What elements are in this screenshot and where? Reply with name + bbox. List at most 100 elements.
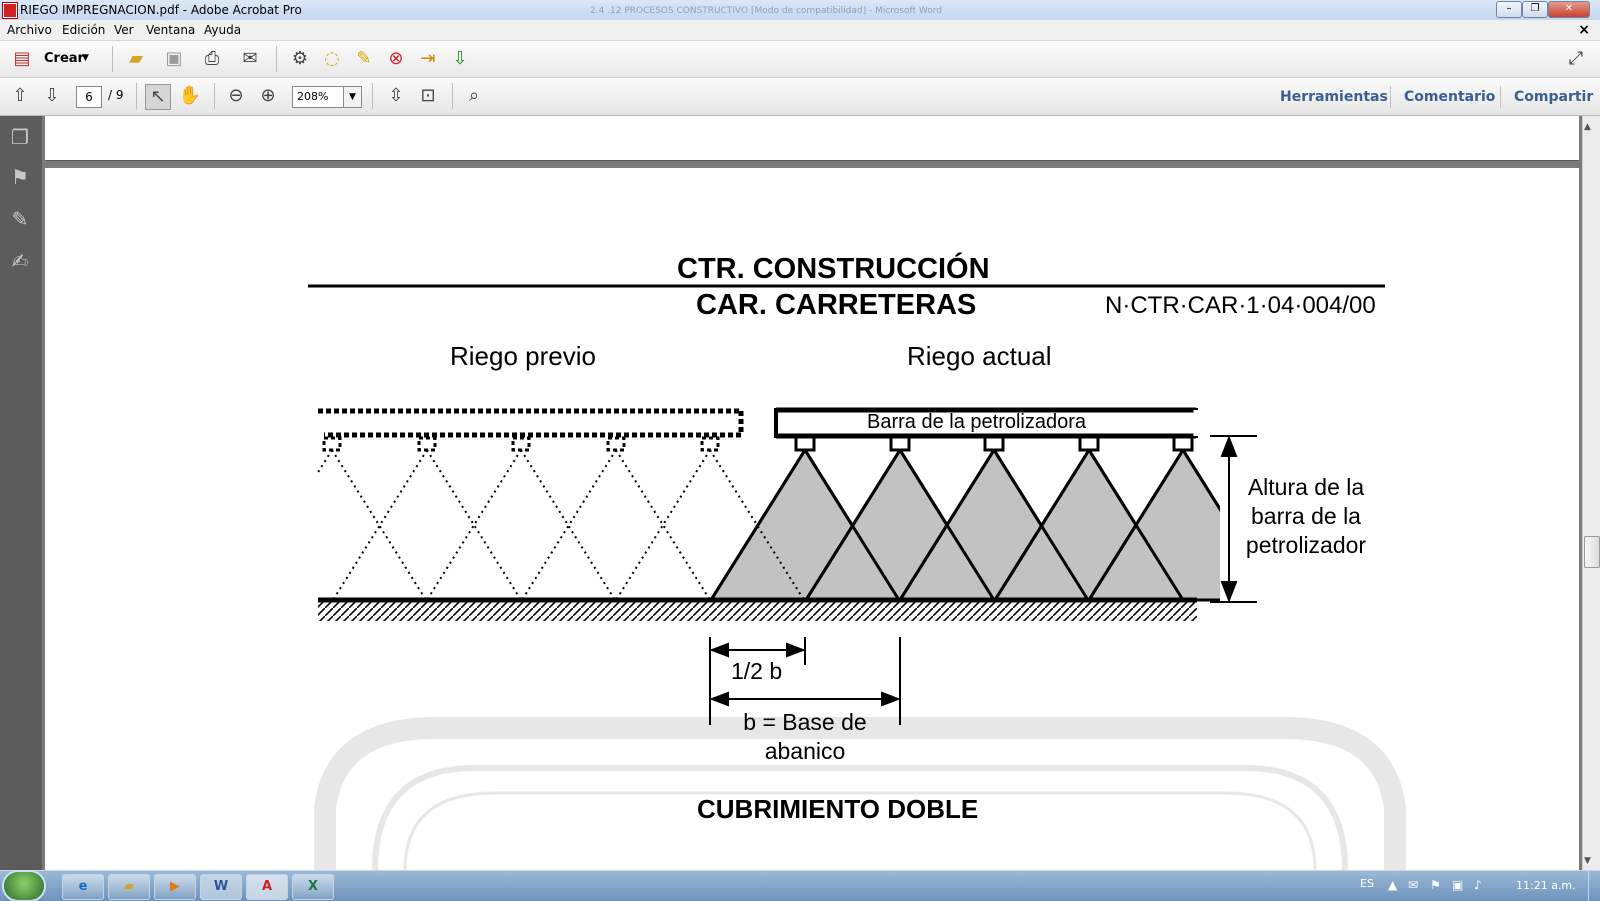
previous-spray-label: Riego previo (450, 341, 596, 371)
menu-ayuda[interactable]: Ayuda (204, 23, 242, 37)
open-folder-icon[interactable]: ▰ (129, 48, 143, 69)
base-dimensions (709, 637, 901, 725)
current-spray-fans (708, 447, 1220, 602)
background-window-title: 2.4 .12 PROCESOS CONSTRUCTIVO [Modo de c… (590, 6, 943, 16)
sprayer-nozzles (794, 435, 1194, 452)
show-hidden-icons[interactable]: ▲ (1388, 878, 1398, 892)
fullscreen-expand-icon[interactable]: ⤢ (1568, 48, 1584, 69)
hand-tool-icon[interactable]: ✋ (178, 85, 202, 106)
system-clock[interactable]: 11:21 a.m. (1516, 879, 1576, 892)
navigation-toolbar: ⇧ ⇩ 6 / 9 ↖ ✋ ⊖ ⊕ 208% ▼ ⇳ ⊡ ⌕ Herramien… (0, 78, 1600, 116)
share-panel-link[interactable]: Compartir (1514, 89, 1594, 105)
zoom-dropdown-icon[interactable]: ▼ (343, 86, 362, 108)
delete-page-icon[interactable]: ⊗ (388, 48, 404, 69)
toolbar-separator (136, 83, 137, 109)
header-section-title: CTR. CONSTRUCCIÓN (677, 253, 990, 285)
save-icon[interactable]: ▣ (165, 48, 183, 69)
search-icon[interactable]: ⌕ (468, 85, 480, 106)
window-title: RIEGO IMPREGNACION.pdf - Adobe Acrobat P… (20, 3, 302, 17)
scroll-thumb[interactable] (1584, 536, 1600, 568)
window-titlebar: RIEGO IMPREGNACION.pdf - Adobe Acrobat P… (0, 0, 1600, 21)
acrobat-icon[interactable]: A (246, 874, 288, 900)
email-icon[interactable]: ✉ (242, 48, 258, 69)
previous-spray-fans-dotted (317, 449, 805, 601)
navigation-pane: ❐ ⚑ ✎ ✍ (0, 116, 42, 870)
file-explorer-icon[interactable]: ▰ (108, 874, 150, 900)
panel-separator (1500, 86, 1501, 108)
page-number-input[interactable]: 6 (76, 86, 102, 108)
media-player-icon[interactable]: ▶ (154, 874, 196, 900)
create-dropdown-icon[interactable]: ▼ (82, 53, 89, 63)
windows-start-icon[interactable] (4, 872, 44, 900)
comment-panel-link[interactable]: Comentario (1404, 89, 1496, 105)
spray-fan-edge (1087, 449, 1185, 601)
spray-fan-edge (804, 449, 902, 601)
toolbar-separator (452, 83, 453, 109)
half-base-label: 1/2 b (731, 658, 783, 684)
current-spray-label: Riego actual (907, 341, 1052, 371)
next-page-icon[interactable]: ⇩ (44, 85, 60, 106)
create-button-label[interactable]: Crear (44, 51, 84, 66)
main-toolbar: ▤ Crear ▼ ▰ ▣ ⎙ ✉ ⚙ ◌ ✎ ⊗ ⇥ ⇩ ⤢ (0, 41, 1600, 78)
watermark-seal (314, 717, 1406, 870)
fit-width-icon[interactable]: ⇳ (388, 85, 404, 106)
spray-fan-edge (709, 449, 807, 601)
previous-page-bottom (45, 116, 1579, 161)
spray-fan-edge (898, 449, 996, 601)
panel-separator (1390, 86, 1391, 108)
acrobat-app-icon (3, 3, 17, 18)
vertical-scrollbar[interactable] (1582, 116, 1600, 870)
ground-hatch (318, 602, 1197, 621)
figure-caption: CUBRIMIENTO DOBLE (697, 794, 979, 824)
minimize-button[interactable]: – (1496, 1, 1522, 18)
tools-panel-link[interactable]: Herramientas (1280, 89, 1388, 105)
header-subsection-title: CAR. CARRETERAS (696, 289, 977, 321)
fan-base-label: b = Base de abanico (743, 709, 867, 764)
previous-bar-dashed (318, 408, 744, 438)
attachments-icon[interactable]: ✎ (11, 207, 29, 231)
show-desktop-button[interactable] (1588, 871, 1600, 901)
network-icon[interactable]: ▣ (1452, 878, 1464, 892)
previous-fan-edge (317, 449, 333, 473)
bookmarks-icon[interactable]: ⚑ (11, 165, 29, 189)
restore-button[interactable]: ❐ (1522, 1, 1548, 18)
insert-page-icon[interactable]: ⇩ (452, 48, 468, 69)
previous-nozzles-dashed (322, 436, 720, 452)
print-icon[interactable]: ⎙ (204, 48, 220, 69)
language-indicator[interactable]: ES (1360, 877, 1374, 890)
settings-gear-icon[interactable]: ⚙ (291, 48, 309, 69)
bar-height-label: Altura de la barra de la petrolizador (1245, 474, 1367, 558)
close-document-button[interactable]: × (1578, 22, 1590, 38)
comment-bubble-icon[interactable]: ◌ (324, 48, 340, 69)
highlight-icon[interactable]: ✎ (356, 48, 372, 69)
menu-edicion[interactable]: Edición (62, 23, 106, 37)
create-pdf-icon[interactable]: ▤ (13, 48, 31, 69)
sprayer-bar-label: Barra de la petrolizadora (867, 411, 1087, 433)
zoom-out-icon[interactable]: ⊖ (228, 85, 244, 106)
volume-icon[interactable]: ♪ (1474, 878, 1482, 892)
toolbar-separator (372, 83, 373, 109)
signatures-icon[interactable]: ✍ (11, 249, 29, 273)
select-tool-icon[interactable]: ↖ (145, 84, 171, 110)
windows-taskbar: e ▰ ▶ W A X ES ▲ ✉ ⚑ ▣ ♪ 11:21 a.m. (0, 870, 1600, 901)
height-dimension (1210, 435, 1257, 603)
page-thumbnails-icon[interactable]: ❐ (11, 125, 29, 149)
export-page-icon[interactable]: ⇥ (420, 48, 436, 69)
menu-archivo[interactable]: Archivo (7, 23, 52, 37)
excel-icon[interactable]: X (292, 874, 334, 900)
internet-explorer-icon[interactable]: e (62, 874, 104, 900)
page-total: / 9 (108, 88, 124, 102)
zoom-level-input[interactable]: 208% (292, 86, 344, 108)
menu-ventana[interactable]: Ventana (146, 23, 196, 37)
scroll-up-icon[interactable]: ▲ (1584, 122, 1591, 132)
mail-tray-icon[interactable]: ✉ (1408, 878, 1419, 892)
window-close-button[interactable]: ✕ (1548, 1, 1590, 18)
menu-ver[interactable]: Ver (114, 23, 134, 37)
zoom-in-icon[interactable]: ⊕ (260, 85, 276, 106)
toolbar-separator (112, 46, 113, 72)
fit-page-icon[interactable]: ⊡ (420, 85, 436, 106)
scroll-down-icon[interactable]: ▼ (1584, 856, 1591, 866)
previous-page-icon[interactable]: ⇧ (12, 85, 28, 106)
word-icon[interactable]: W (200, 874, 242, 900)
action-center-flag-icon[interactable]: ⚑ (1430, 878, 1441, 892)
